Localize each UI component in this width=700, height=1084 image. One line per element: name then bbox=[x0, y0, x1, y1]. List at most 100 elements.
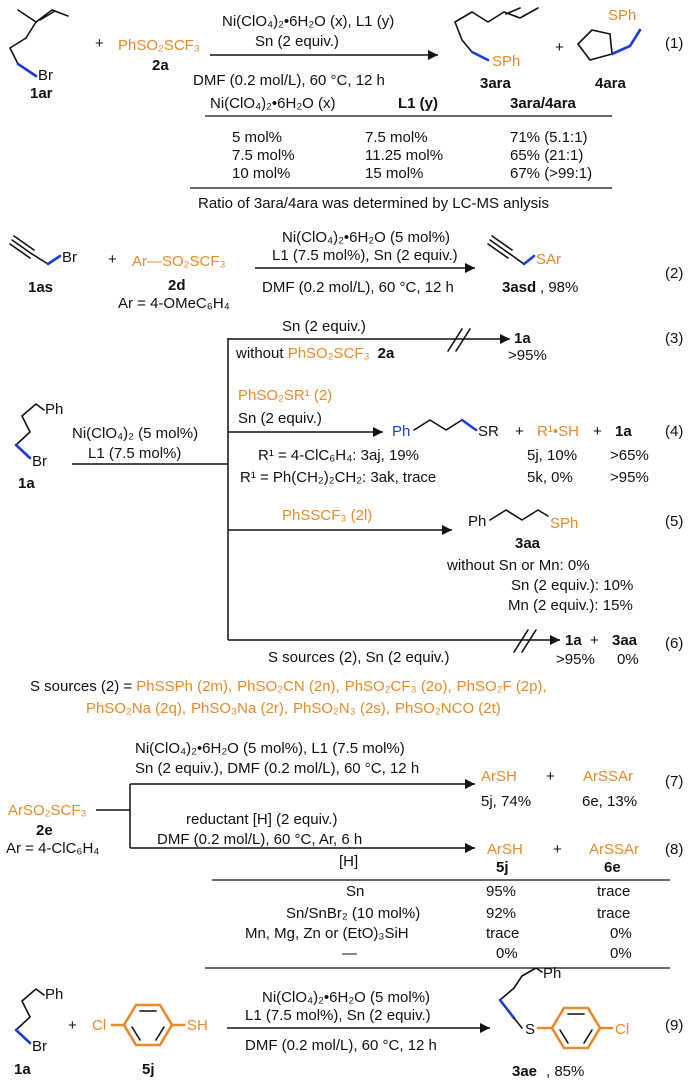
table-cell: 0% bbox=[610, 925, 632, 942]
eq3-cond-top: Sn (2 equiv.) bbox=[282, 318, 366, 335]
equation-number-7: (7) bbox=[665, 773, 683, 790]
eq6-cond: S sources (2), Sn (2 equiv.) bbox=[268, 649, 449, 666]
atom-br: Br bbox=[32, 1038, 47, 1055]
eq3-yield: >95% bbox=[508, 347, 547, 364]
table-cell: 5 mol% bbox=[232, 129, 282, 146]
eq7-y1: 5j, 74% bbox=[481, 793, 531, 810]
eq8-p1: ArSH bbox=[487, 841, 523, 858]
atom-ph: Ph bbox=[392, 423, 410, 440]
eq9-cond1: Ni(ClO₄)₂•6H₂O (5 mol%) bbox=[262, 989, 430, 1006]
eq2-cond1: Ni(ClO₄)₂•6H₂O (5 mol%) bbox=[282, 229, 450, 246]
equations-3-6: Ph Br 1a Ni(ClO₄)₂ (5 mol%) L1 (7.5 mol%… bbox=[14, 318, 683, 668]
label-1ar: 1ar bbox=[30, 85, 53, 102]
eq7-cond2: Sn (2 equiv.), DMF (0.2 mol/L), 60 °C, 1… bbox=[135, 760, 419, 777]
eq7-y2: 6e, 13% bbox=[582, 793, 637, 810]
table-cell: 7.5 mol% bbox=[365, 129, 428, 146]
arrowhead bbox=[550, 635, 560, 645]
label-2e: 2e bbox=[36, 822, 53, 839]
eq6-yield2: 0% bbox=[617, 651, 639, 668]
plus-sign: + bbox=[68, 1017, 77, 1034]
equation-number-6: (6) bbox=[665, 635, 683, 652]
eq1-cond2: Sn (2 equiv.) bbox=[255, 33, 339, 50]
eq4-1a: 1a bbox=[615, 423, 632, 440]
group-sph: SPh bbox=[550, 515, 578, 532]
table-cell: 0% bbox=[496, 945, 518, 962]
table-eq8: [H] 5j 6e Sn 95% trace Sn/SnBr₂ (10 mol%… bbox=[205, 853, 670, 969]
structure-1as: Br 1as bbox=[9, 235, 77, 296]
atom-br: Br bbox=[32, 453, 47, 470]
table-cell: — bbox=[342, 945, 357, 962]
eq1-cond3: DMF (0.2 mol/L), 60 °C, 12 h bbox=[193, 72, 385, 89]
equation-number-2: (2) bbox=[665, 265, 683, 282]
eq9-cond3: DMF (0.2 mol/L), 60 °C, 12 h bbox=[245, 1037, 437, 1054]
structure-3asd: SAr 3asd , 98% bbox=[487, 235, 578, 296]
atom-ph: Ph bbox=[468, 513, 486, 530]
equation-number-9: (9) bbox=[665, 1017, 683, 1034]
label-2d: 2d bbox=[168, 277, 186, 294]
arrowhead bbox=[465, 779, 475, 789]
structure-1ar: Br 1ar bbox=[9, 9, 69, 102]
equation-9: Ph Br 1a + Cl SH 5j Ni(ClO₄)₂•6H₂O (5 mo… bbox=[14, 965, 683, 1080]
eq4-row2-b: 5k, 0% bbox=[527, 469, 573, 486]
arrowhead bbox=[480, 1023, 490, 1033]
group-sar: SAr bbox=[536, 251, 561, 268]
yield-3ae: , 85% bbox=[546, 1063, 584, 1080]
structure-eq4-product: Ph SR bbox=[392, 418, 499, 440]
structure-3ara: SPh 3ara bbox=[454, 7, 539, 92]
reagent-2e-ar: Ar = 4-ClC₆H₄ bbox=[6, 840, 99, 857]
table-header-x: Ni(ClO₄)₂•6H₂O (x) bbox=[210, 95, 336, 112]
atom-s: S bbox=[525, 1021, 535, 1038]
arrowhead bbox=[465, 843, 475, 853]
group-sph: SPh bbox=[608, 7, 636, 24]
arrowhead bbox=[428, 50, 438, 60]
atom-ph: Ph bbox=[45, 401, 63, 418]
eq1-cond1: Ni(ClO₄)₂•6H₂O (x), L1 (y) bbox=[222, 13, 394, 30]
label-3ara: 3ara bbox=[480, 75, 512, 92]
table-footnote: Ratio of 3ara/4ara was determined by LC-… bbox=[198, 195, 549, 212]
table-cell: 65% (21:1) bbox=[510, 147, 583, 164]
atom-ph: Ph bbox=[45, 986, 63, 1003]
eq8-cond1: reductant [H] (2 equiv.) bbox=[186, 811, 337, 828]
arrowhead bbox=[373, 427, 383, 437]
plus-sign: + bbox=[590, 632, 599, 649]
table-cell: trace bbox=[597, 883, 630, 900]
table-cell: 10 mol% bbox=[232, 165, 290, 182]
eq4-row1-a: R¹ = 4-ClC₆H₄: 3aj, 19% bbox=[258, 447, 419, 464]
structure-3aa: Ph SPh 3aa bbox=[468, 509, 578, 552]
table-cell: 92% bbox=[486, 905, 516, 922]
reagent-2a: PhSO₂SCF₃ bbox=[118, 37, 200, 54]
branch-cond2: L1 (7.5 mol%) bbox=[88, 445, 181, 462]
label-3aa: 3aa bbox=[515, 535, 541, 552]
eq4-cond: Sn (2 equiv.) bbox=[238, 410, 322, 427]
s-sources-line1: S sources (2) = PhSSPh (2m),PhSO₂CN (2n)… bbox=[30, 678, 547, 695]
reagent-2d: Ar—SO₂SCF₃ bbox=[132, 253, 226, 270]
table-cell: 67% (>99:1) bbox=[510, 165, 592, 182]
eq4-row1-b: 5j, 10% bbox=[527, 447, 577, 464]
table-header-6e: 6e bbox=[604, 859, 621, 876]
table-cell: Sn/SnBr₂ (10 mol%) bbox=[286, 905, 420, 922]
eq6-product1: 1a bbox=[565, 632, 582, 649]
table-header-ratio: 3ara/4ara bbox=[510, 95, 577, 112]
label-5j: 5j bbox=[142, 1061, 155, 1078]
eq5-row: without Sn or Mn: 0% bbox=[446, 557, 590, 574]
eq5-row: Sn (2 equiv.): 10% bbox=[511, 577, 633, 594]
equation-1: Br 1ar + PhSO₂SCF₃ 2a Ni(ClO₄)₂•6H₂O (x)… bbox=[9, 7, 683, 212]
table-header-y: L1 (y) bbox=[398, 95, 438, 112]
eq4-reagent: PhSO₂SR¹ (2) bbox=[238, 387, 332, 404]
eq6-yield1: >95% bbox=[556, 651, 595, 668]
equation-number-8: (8) bbox=[665, 841, 683, 858]
eq4-thiol: R¹•SH bbox=[537, 423, 579, 440]
reagent-2e: ArSO₂SCF₃ bbox=[8, 802, 87, 819]
atom-br: Br bbox=[38, 67, 53, 84]
branch-cond1: Ni(ClO₄)₂ (5 mol%) bbox=[72, 425, 198, 442]
atom-cl: Cl bbox=[615, 1021, 629, 1038]
table-cell: 0% bbox=[610, 945, 632, 962]
eq4-row2-c: >95% bbox=[610, 469, 649, 486]
atom-cl: Cl bbox=[92, 1017, 106, 1034]
table-header-5j: 5j bbox=[496, 859, 509, 876]
table-cell: Mn, Mg, Zn or (EtO)₃SiH bbox=[245, 925, 409, 942]
label-1a: 1a bbox=[18, 475, 35, 492]
eq3-product: 1a bbox=[514, 330, 531, 347]
no-reaction-mark bbox=[513, 629, 537, 653]
